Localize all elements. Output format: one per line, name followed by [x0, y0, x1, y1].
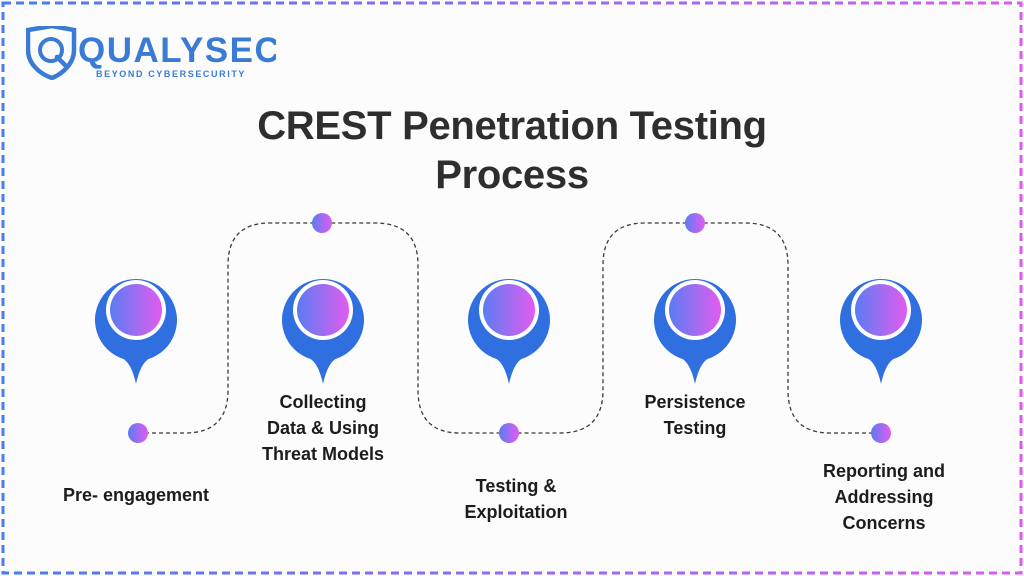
logo-tagline: BEYOND CYBERSECURITY: [96, 69, 246, 79]
shield-q-icon: [26, 26, 77, 80]
step-label-line: Testing &: [475, 476, 557, 496]
step-label-line: Addressing: [834, 487, 934, 507]
node-dot-4: [685, 213, 705, 233]
node-dot-3: [499, 423, 519, 443]
step-label-line: Reporting and: [823, 461, 945, 481]
step-label-line: Concerns: [842, 513, 926, 533]
step-label-3: Testing & Exploitation: [426, 473, 606, 525]
step-label-line: Persistence: [644, 392, 746, 412]
node-dot-2: [312, 213, 332, 233]
location-pin-icon: [95, 278, 177, 384]
step-label-line: Pre- engagement: [62, 485, 210, 505]
location-pin-icon: [282, 278, 364, 384]
logo-wordmark: QUALYSEC: [78, 31, 276, 70]
location-pin-icon: [654, 278, 736, 384]
page-title-line-1: CREST Penetration Testing: [257, 104, 767, 148]
step-label-1: Pre- engagement: [46, 482, 226, 508]
node-dot-1: [128, 423, 148, 443]
step-label-line: Data & Using: [266, 418, 380, 438]
step-label-line: Collecting: [279, 392, 367, 412]
location-pin-icon: [468, 278, 550, 384]
step-label-line: Testing: [663, 418, 727, 438]
page-title-line-2: Process: [435, 153, 589, 197]
step-label-line: Exploitation: [464, 502, 568, 522]
location-pin-icon: [840, 278, 922, 384]
step-label-line: Threat Models: [261, 444, 385, 464]
node-dot-5: [871, 423, 891, 443]
qualysec-logo: QUALYSEC BEYOND CYBERSECURITY: [26, 26, 276, 80]
dashed-connector: [138, 222, 881, 434]
